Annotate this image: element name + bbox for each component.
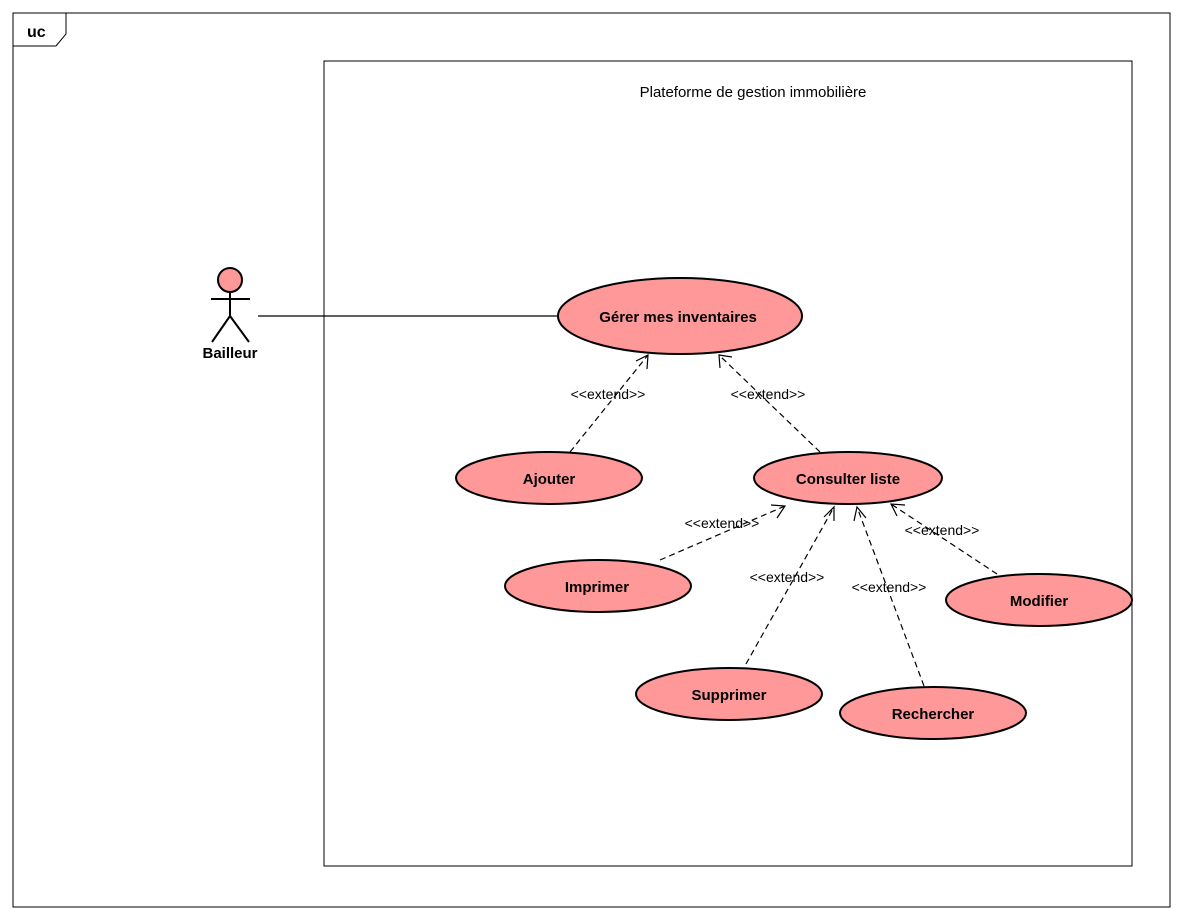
system-name: Plateforme de gestion immobilière bbox=[640, 84, 867, 101]
use-case-modifier-label: Modifier bbox=[1010, 593, 1068, 610]
arrowhead-imprimer bbox=[770, 504, 787, 519]
use-case-gerer-label: Gérer mes inventaires bbox=[599, 309, 757, 326]
actor-name: Bailleur bbox=[202, 345, 257, 362]
arrowhead-supprimer bbox=[823, 505, 835, 521]
extend-relations: <<extend>> <<extend>> <<extend>> <<exten… bbox=[569, 353, 998, 687]
use-case-ajouter-label: Ajouter bbox=[523, 471, 576, 488]
extend-label-imprimer: <<extend>> bbox=[685, 515, 760, 531]
extend-label-supprimer: <<extend>> bbox=[750, 569, 825, 585]
extend-line-ajouter bbox=[569, 354, 649, 453]
extend-label-ajouter: <<extend>> bbox=[571, 386, 646, 402]
arrowhead-rechercher bbox=[853, 505, 867, 522]
use-case-supprimer-label: Supprimer bbox=[691, 687, 766, 704]
extend-line-imprimer bbox=[659, 505, 786, 561]
actor-right-leg bbox=[229, 315, 250, 343]
arrowhead-consulter bbox=[718, 354, 733, 369]
actor-left-leg bbox=[211, 315, 231, 343]
use-case-consulter[interactable]: Consulter liste bbox=[753, 451, 943, 505]
use-case-imprimer-label: Imprimer bbox=[565, 579, 629, 596]
diagram-frame bbox=[12, 12, 1171, 908]
use-case-rechercher-label: Rechercher bbox=[892, 706, 975, 723]
frame-tab bbox=[13, 12, 67, 47]
actor-bailleur[interactable]: Bailleur bbox=[202, 267, 258, 362]
system-boundary bbox=[323, 60, 1133, 867]
arrowhead-ajouter bbox=[635, 353, 649, 370]
extend-line-rechercher bbox=[856, 506, 925, 687]
extend-label-rechercher: <<extend>> bbox=[852, 579, 927, 595]
extend-label-consulter: <<extend>> bbox=[731, 386, 806, 402]
extend-line-consulter bbox=[718, 354, 821, 453]
use-case-consulter-label: Consulter liste bbox=[796, 471, 900, 488]
frame-tag-label: uc bbox=[27, 24, 46, 41]
actor-head bbox=[217, 267, 243, 293]
use-case-gerer[interactable]: Gérer mes inventaires bbox=[557, 277, 803, 355]
use-case-imprimer[interactable]: Imprimer bbox=[504, 559, 692, 613]
use-case-supprimer[interactable]: Supprimer bbox=[635, 667, 823, 721]
arrowhead-modifier bbox=[889, 503, 906, 517]
use-case-ajouter[interactable]: Ajouter bbox=[455, 451, 643, 505]
use-case-modifier[interactable]: Modifier bbox=[945, 573, 1133, 627]
use-case-rechercher[interactable]: Rechercher bbox=[839, 686, 1027, 740]
extend-label-modifier: <<extend>> bbox=[905, 522, 980, 538]
extend-line-modifier bbox=[890, 503, 998, 575]
